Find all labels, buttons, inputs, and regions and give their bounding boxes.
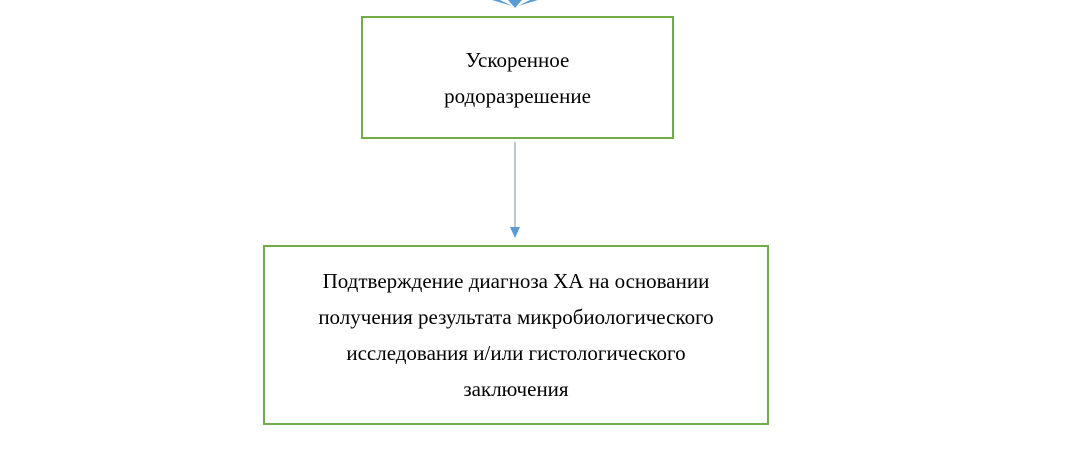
arrowhead-icon [510,227,520,238]
node-text-line: Подтверждение диагноза ХА на основании [322,269,710,293]
node-text-line: получения результата микробиологического [318,305,714,329]
node-text-line: исследования и/или гистологического [346,341,686,365]
incoming-arrowheads-icon [492,0,538,8]
node-text-line: заключения [463,377,569,401]
node-text-line: Ускоренное [465,47,570,72]
node-text-line: родоразрешение [444,83,591,108]
node-accelerated-delivery: Ускоренное родоразрешение [361,16,674,139]
node-diagnosis-confirmation: Подтверждение диагноза ХА на основании п… [263,245,769,425]
